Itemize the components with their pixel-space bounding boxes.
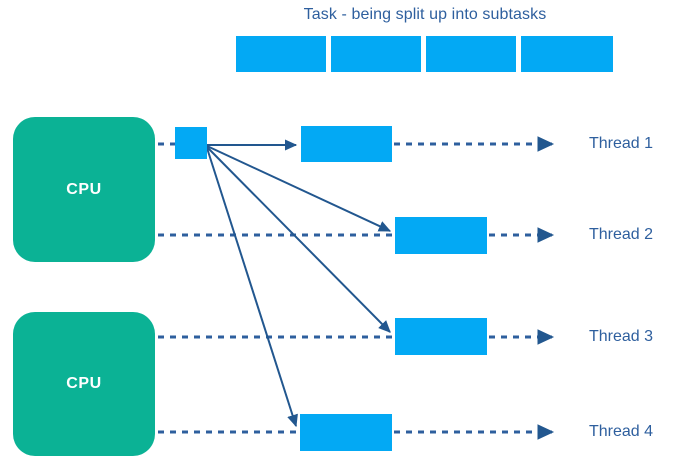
thread-2-subtask-box — [395, 217, 487, 254]
dispatch-arrow-thread-2 — [206, 145, 392, 232]
dispatch-arrow-thread-4 — [206, 147, 298, 428]
dispatch-arrows — [206, 139, 392, 428]
subtask-chunk-1 — [236, 36, 326, 72]
subtask-chunk-3 — [426, 36, 516, 72]
cpu-box-1-label: CPU — [66, 180, 102, 198]
thread-4-subtask-box — [300, 414, 392, 451]
thread-2-label: Thread 2 — [589, 226, 654, 243]
cpu-box-2-label: CPU — [66, 375, 102, 392]
thread-3-label: Thread 3 — [589, 328, 654, 345]
cpu-box-1: CPU — [13, 117, 155, 262]
seed-subtask-box — [175, 127, 207, 159]
cpu-box-2: CPU — [13, 312, 155, 456]
subtask-chunk-4 — [521, 36, 613, 72]
thread-1-label: Thread 1 — [589, 135, 654, 152]
thread-3-subtask-box — [395, 318, 487, 355]
subtask-chunk-2 — [331, 36, 421, 72]
thread-1-subtask-box — [301, 126, 392, 162]
page-title: Task - being split up into subtasks — [303, 6, 547, 23]
dispatch-arrow-thread-3 — [206, 146, 391, 333]
thread-4-label: Thread 4 — [589, 423, 654, 440]
